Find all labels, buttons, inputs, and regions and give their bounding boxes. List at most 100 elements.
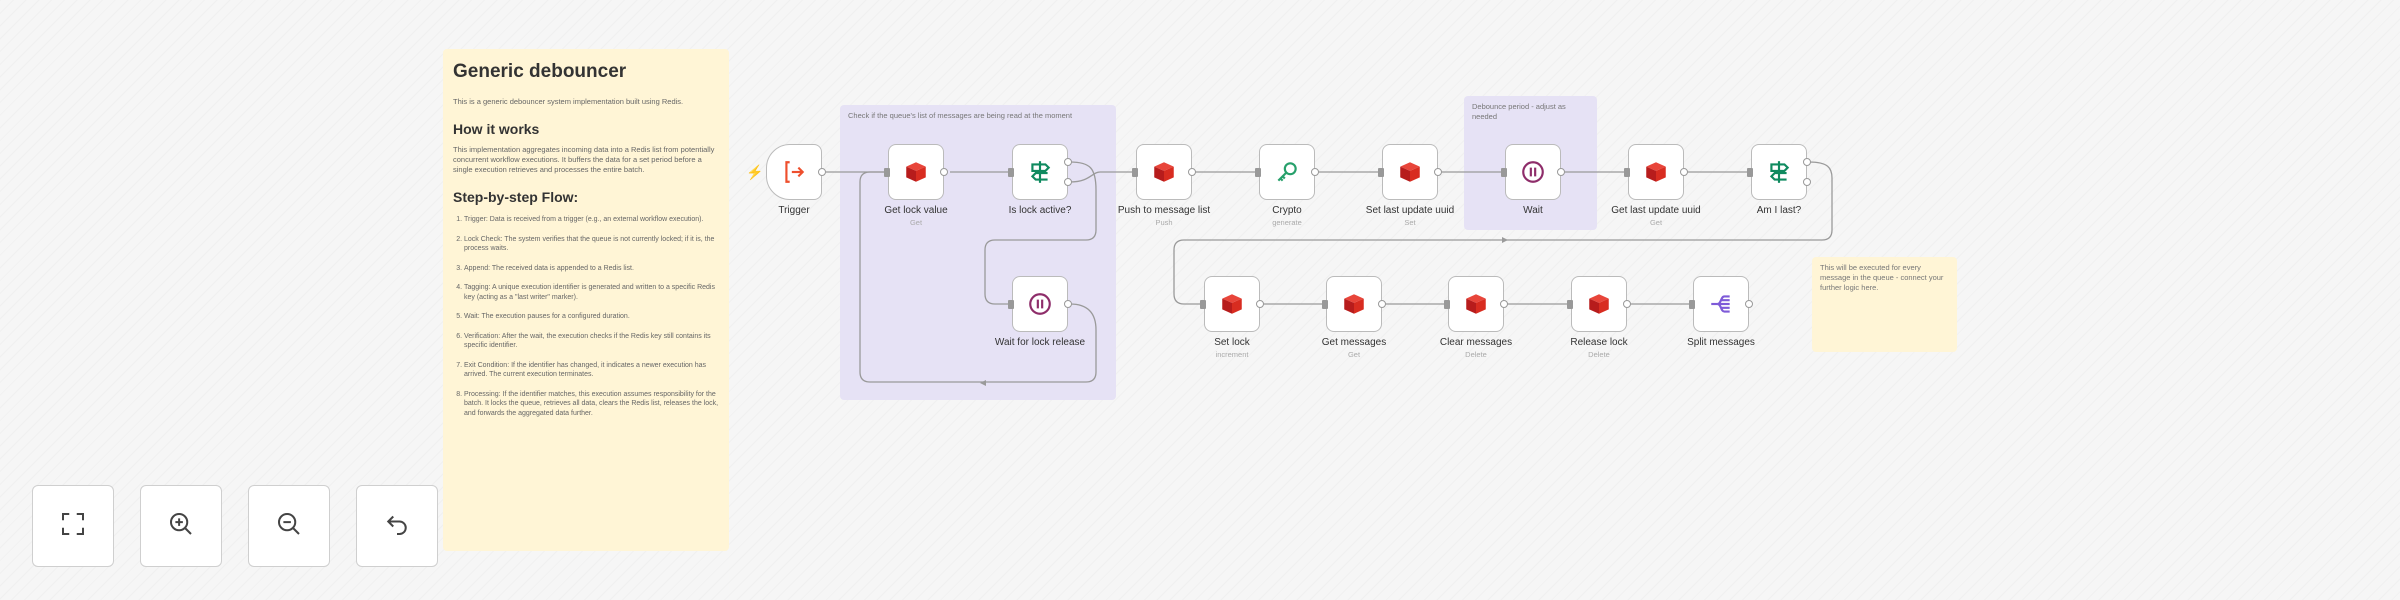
input-port[interactable] — [884, 168, 890, 177]
node-label: Is lock active? — [1008, 205, 1072, 216]
input-port[interactable] — [1567, 300, 1573, 309]
node-is-lock-active[interactable] — [1008, 144, 1072, 200]
redis-icon — [1397, 159, 1423, 185]
output-port[interactable] — [1378, 300, 1386, 308]
node-label: Am I last? — [1756, 205, 1802, 216]
node-push-to-message-list[interactable] — [1132, 144, 1196, 200]
reset-zoom-button[interactable] — [356, 485, 438, 567]
output-port-false[interactable] — [1064, 178, 1072, 186]
zoom-in-button[interactable] — [140, 485, 222, 567]
node-clear-messages[interactable] — [1444, 276, 1508, 332]
sticky-note-description[interactable]: Generic debouncer This is a generic debo… — [443, 49, 729, 551]
node-subtitle: Get — [1649, 218, 1663, 227]
input-port[interactable] — [1132, 168, 1138, 177]
node-subtitle: Get — [1347, 350, 1361, 359]
step-item: Verification: After the wait, the execut… — [464, 332, 719, 351]
output-port[interactable] — [1500, 300, 1508, 308]
node-subtitle: increment — [1215, 350, 1249, 359]
output-port[interactable] — [1680, 168, 1688, 176]
node-trigger[interactable] — [766, 144, 826, 200]
step-item: Tagging: A unique execution identifier i… — [464, 283, 719, 302]
node-get-messages[interactable] — [1322, 276, 1386, 332]
redis-icon — [1219, 291, 1245, 317]
output-port[interactable] — [1557, 168, 1565, 176]
sign-in-icon — [781, 159, 807, 185]
node-label: Set lock — [1214, 337, 1250, 348]
sticky-caption: This will be executed for every message … — [1820, 263, 1944, 292]
zoom-out-button[interactable] — [248, 485, 330, 567]
step-item: Exit Condition: If the identifier has ch… — [464, 361, 719, 380]
input-port[interactable] — [1200, 300, 1206, 309]
step-item: Wait: The execution pauses for a configu… — [464, 312, 719, 322]
node-split-messages[interactable] — [1689, 276, 1753, 332]
node-get-last-update-uuid[interactable] — [1624, 144, 1688, 200]
step-item: Append: The received data is appended to… — [464, 264, 719, 274]
node-release-lock[interactable] — [1567, 276, 1631, 332]
node-label: Set last update uuid — [1365, 205, 1455, 216]
output-port-true[interactable] — [1803, 158, 1811, 166]
pause-icon — [1520, 159, 1546, 185]
node-label: Wait — [1523, 205, 1543, 216]
sticky-title: Generic debouncer — [453, 61, 627, 82]
sticky-steps-heading: Step-by-step Flow: — [453, 189, 579, 205]
step-item: Processing: If the identifier matches, t… — [464, 390, 719, 419]
node-am-i-last[interactable] — [1747, 144, 1811, 200]
input-port[interactable] — [1255, 168, 1261, 177]
node-label: Clear messages — [1439, 337, 1513, 348]
node-subtitle: Set — [1404, 218, 1416, 227]
node-label: Get last update uuid — [1611, 205, 1701, 216]
node-get-lock-value[interactable] — [884, 144, 948, 200]
node-subtitle: Delete — [1465, 350, 1487, 359]
split-out-icon — [1708, 291, 1734, 317]
output-port[interactable] — [1311, 168, 1319, 176]
input-port[interactable] — [1378, 168, 1384, 177]
input-port[interactable] — [1501, 168, 1507, 177]
input-port[interactable] — [1747, 168, 1753, 177]
output-port[interactable] — [1064, 300, 1072, 308]
if-signpost-icon — [1027, 159, 1053, 185]
output-port[interactable] — [940, 168, 948, 176]
redis-icon — [1463, 291, 1489, 317]
output-port[interactable] — [1434, 168, 1442, 176]
node-crypto[interactable] — [1255, 144, 1319, 200]
sticky-caption: Check if the queue's list of messages ar… — [848, 111, 1073, 120]
sticky-how-heading: How it works — [453, 121, 540, 137]
fit-view-button[interactable] — [32, 485, 114, 567]
input-port[interactable] — [1008, 300, 1014, 309]
input-port[interactable] — [1322, 300, 1328, 309]
output-port[interactable] — [1256, 300, 1264, 308]
node-set-lock[interactable] — [1200, 276, 1264, 332]
redis-icon — [903, 159, 929, 185]
node-label: Trigger — [778, 205, 810, 216]
output-port[interactable] — [1188, 168, 1196, 176]
node-subtitle: Push — [1155, 218, 1173, 227]
key-icon — [1274, 159, 1300, 185]
sticky-note-further-logic[interactable]: This will be executed for every message … — [1812, 257, 1957, 352]
input-port[interactable] — [1624, 168, 1630, 177]
node-label: Release lock — [1570, 337, 1628, 348]
input-port[interactable] — [1008, 168, 1014, 177]
zoom-in-icon — [166, 509, 196, 544]
redis-icon — [1151, 159, 1177, 185]
node-label: Wait for lock release — [994, 337, 1086, 348]
node-label: Split messages — [1687, 337, 1755, 348]
output-port[interactable] — [818, 168, 826, 176]
output-port[interactable] — [1623, 300, 1631, 308]
output-port-false[interactable] — [1803, 178, 1811, 186]
node-label: Crypto — [1272, 205, 1302, 216]
sticky-note-lock-check[interactable]: Check if the queue's list of messages ar… — [840, 105, 1116, 400]
node-wait[interactable] — [1501, 144, 1565, 200]
output-port[interactable] — [1745, 300, 1753, 308]
steps-list: Trigger: Data is received from a trigger… — [453, 215, 719, 418]
node-wait-for-lock-release[interactable] — [1008, 276, 1072, 332]
node-label: Push to message list — [1117, 205, 1211, 216]
output-port-true[interactable] — [1064, 158, 1072, 166]
node-set-last-update-uuid[interactable] — [1378, 144, 1442, 200]
input-port[interactable] — [1689, 300, 1695, 309]
trigger-lightning-icon: ⚡ — [746, 164, 764, 180]
node-label: Get lock value — [884, 205, 948, 216]
input-port[interactable] — [1444, 300, 1450, 309]
redis-icon — [1586, 291, 1612, 317]
zoom-out-icon — [274, 509, 304, 544]
